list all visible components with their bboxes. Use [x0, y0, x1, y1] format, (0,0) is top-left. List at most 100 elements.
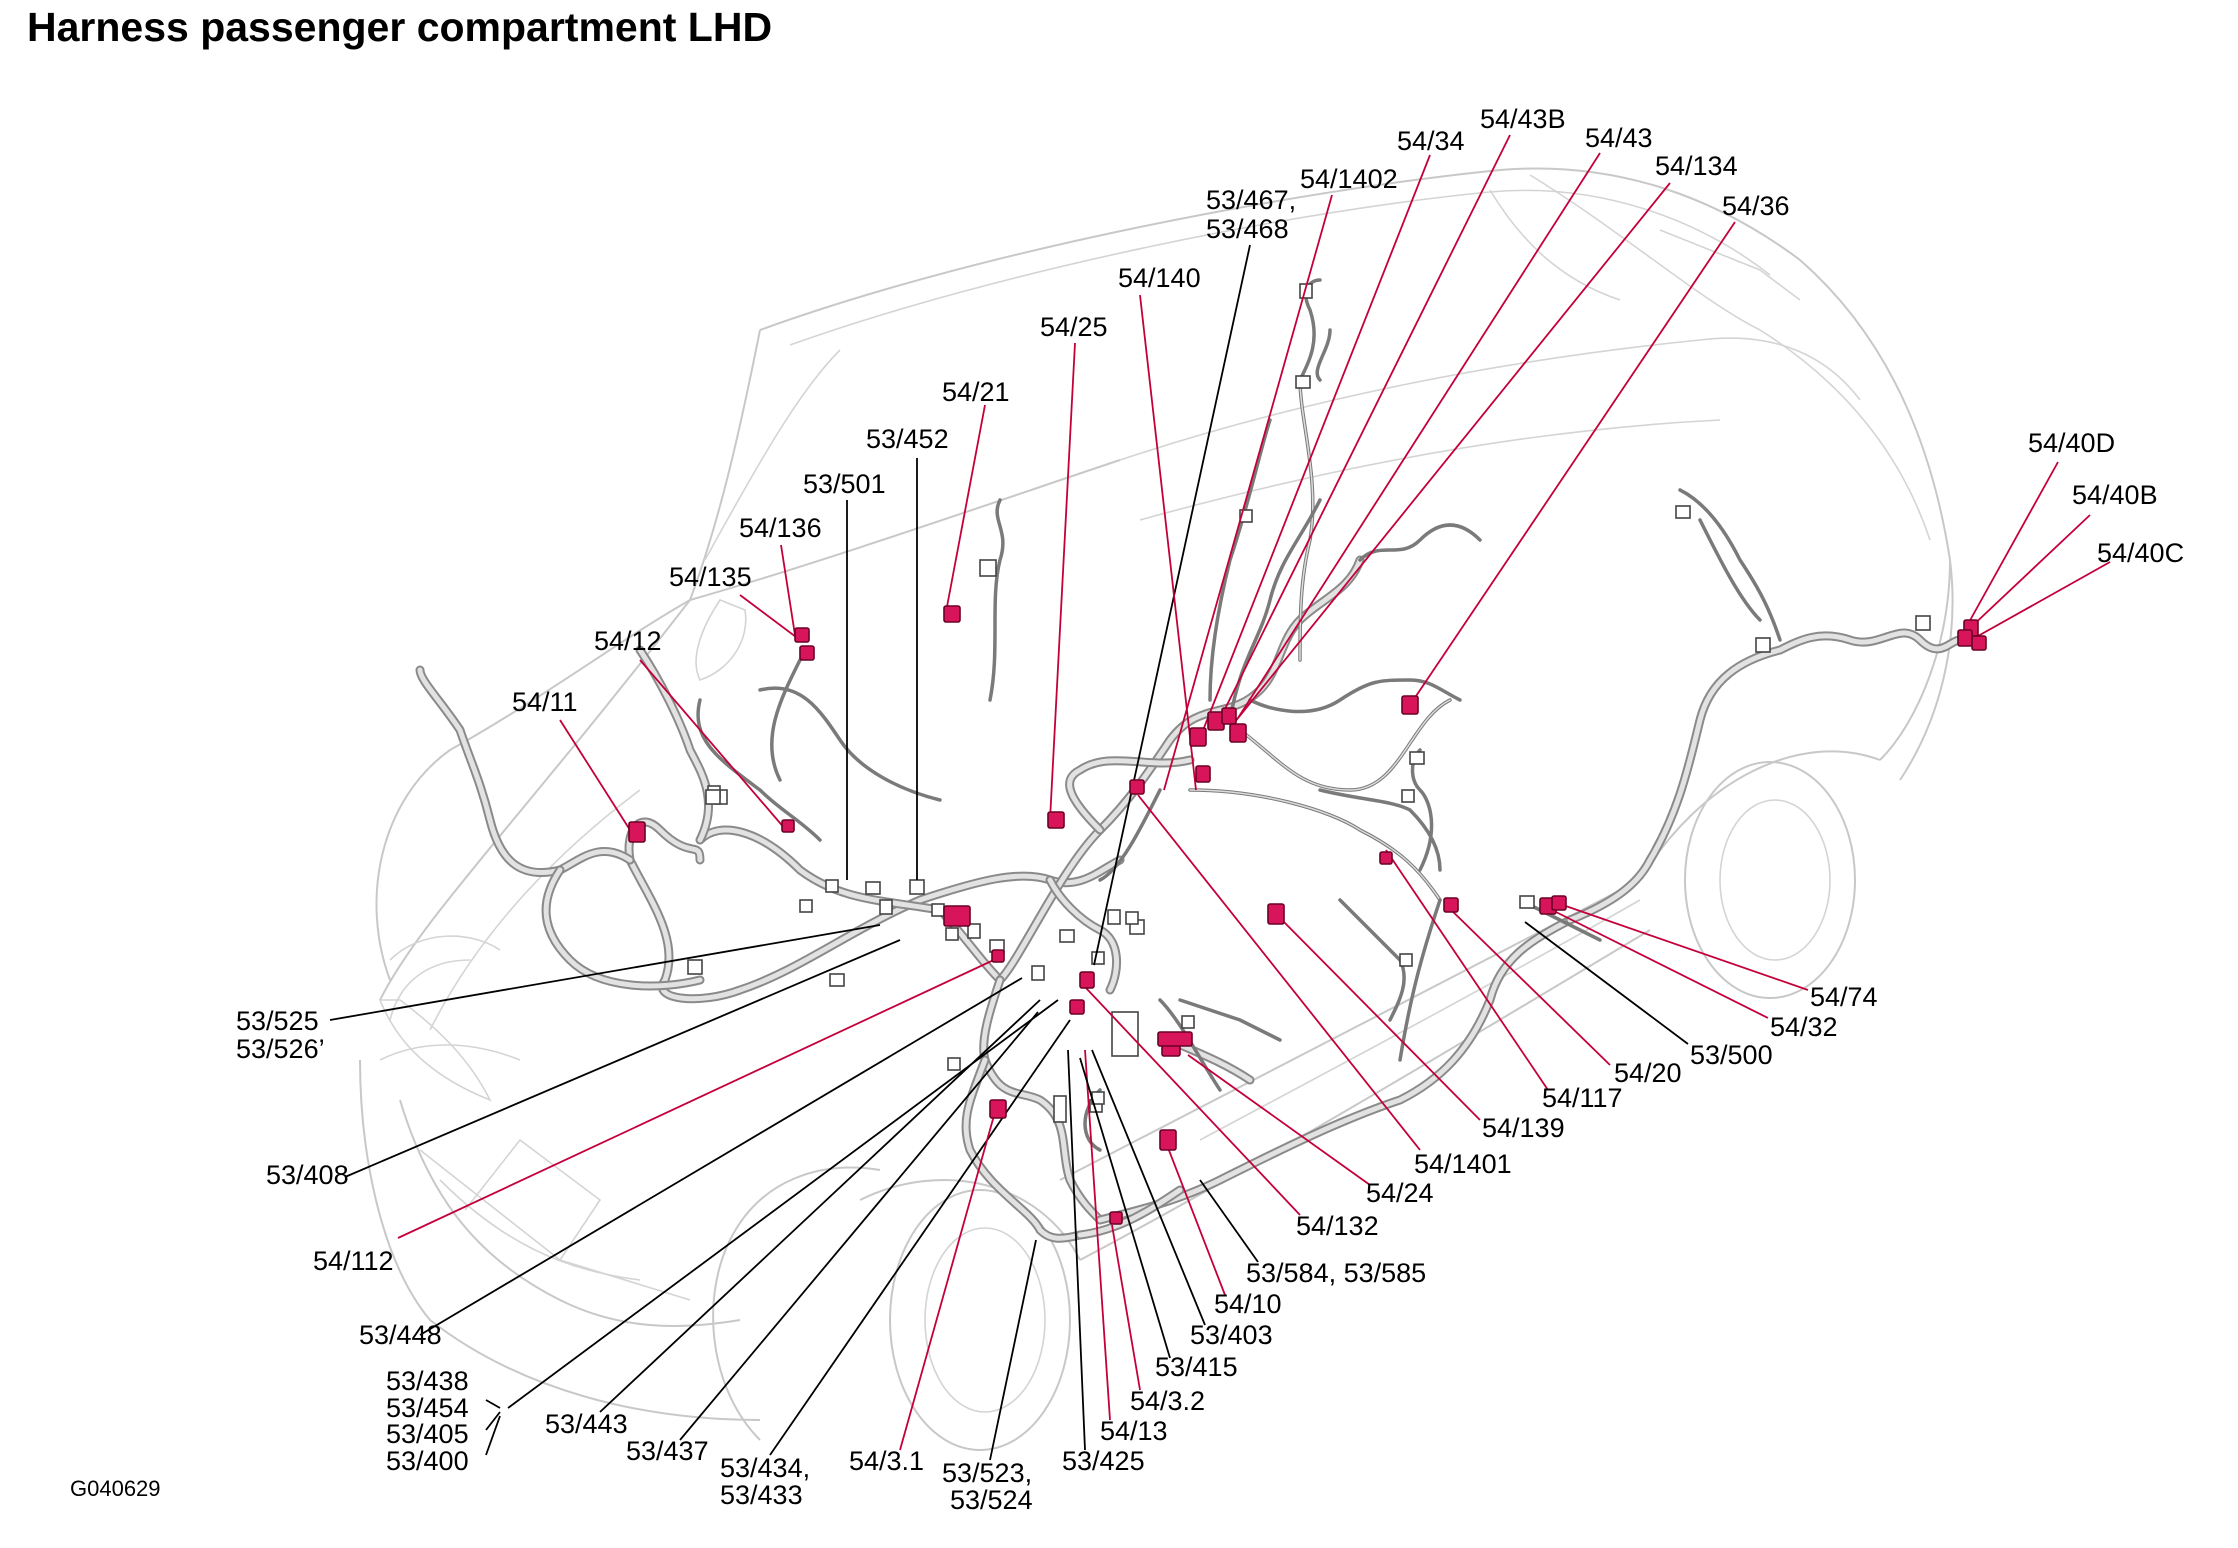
leader-54-74: [1559, 903, 1809, 991]
leader-53-525: [329, 924, 881, 1021]
label-54-21: 54/21: [942, 377, 1010, 407]
leader-54-43B: [1221, 134, 1511, 716]
label-54-43B: 54/43B: [1480, 104, 1566, 134]
label-54-132: 54/132: [1296, 1211, 1379, 1241]
leader-54-1401: [1137, 794, 1421, 1151]
leader-54-1402: [1163, 194, 1333, 791]
label-53-454: 53/454: [386, 1393, 469, 1423]
red-connector-23: [1159, 1129, 1177, 1151]
label-53-425: 53/425: [1062, 1446, 1145, 1476]
red-connector-24: [1109, 1211, 1123, 1225]
leader-54-140: [1139, 294, 1197, 791]
red-connector-13: [1129, 779, 1145, 795]
label-53-526: 53/526’: [236, 1034, 325, 1064]
label-53-433: 53/433: [720, 1480, 803, 1510]
red-connector-8: [1189, 727, 1207, 747]
leader-53-448: [419, 977, 1023, 1336]
leader-54-40B: [1967, 514, 2091, 631]
red-connector-17: [1443, 897, 1459, 913]
leader-54-117: [1385, 849, 1549, 1091]
red-connector-19: [1551, 895, 1567, 911]
red-connector-1: [628, 821, 646, 843]
label-54-24: 54/24: [1366, 1178, 1434, 1208]
label-53-438: 53/438: [386, 1366, 469, 1396]
label-53-500: 53/500: [1690, 1040, 1773, 1070]
red-connector-25: [989, 1099, 1007, 1119]
label-53-437: 53/437: [626, 1436, 709, 1466]
leader-54-134: [1229, 182, 1671, 729]
bracket-line-1: [485, 1399, 501, 1409]
red-connector-29: [1069, 999, 1085, 1015]
leader-53-434: [769, 1019, 1071, 1456]
leader-53-584: [1199, 1179, 1259, 1263]
leader-54-132: [1085, 987, 1301, 1216]
label-54-25: 54/25: [1040, 312, 1108, 342]
red-connector-6: [943, 905, 971, 927]
leader-54-135: [739, 594, 801, 641]
leader-53-523: [989, 1239, 1037, 1461]
label-54-134: 54/134: [1655, 151, 1738, 181]
leader-53-425: [1067, 1049, 1086, 1451]
label-53-403: 53/403: [1190, 1320, 1273, 1350]
red-connector-7: [1047, 811, 1065, 829]
label-54-43: 54/43: [1585, 123, 1653, 153]
leader-54-36: [1407, 221, 1736, 709]
leader-54-40C: [1977, 561, 2111, 637]
label-53-584: 53/584, 53/585: [1246, 1258, 1426, 1288]
label-54-40D: 54/40D: [2028, 428, 2115, 458]
label-54-1402: 54/1402: [1300, 164, 1398, 194]
label-54-74: 54/74: [1810, 982, 1878, 1012]
red-connector-27: [1079, 971, 1095, 989]
label-54-10: 54/10: [1214, 1289, 1282, 1319]
label-53-452: 53/452: [866, 424, 949, 454]
label-54-36: 54/36: [1722, 191, 1790, 221]
label-54-40C: 54/40C: [2097, 538, 2184, 568]
red-connector-26: [991, 949, 1005, 963]
label-54-136: 54/136: [739, 513, 822, 543]
label-54-140: 54/140: [1118, 263, 1201, 293]
leader-54-13: [1084, 1049, 1111, 1421]
label-53-408: 53/408: [266, 1160, 349, 1190]
diagram-title: Harness passenger compartment LHD: [27, 4, 773, 50]
leader-54-11: [559, 719, 631, 831]
label-53-467: 53/467,: [1206, 185, 1296, 215]
leader-54-3-2: [1111, 1224, 1141, 1391]
label-54-117: 54/117: [1542, 1083, 1623, 1113]
label-54-13: 54/13: [1100, 1416, 1168, 1446]
leader-53-437: [679, 1011, 1039, 1441]
red-connector-16: [1379, 851, 1393, 865]
label-54-34: 54/34: [1397, 126, 1465, 156]
leader-54-32: [1555, 911, 1769, 1019]
label-54-20: 54/20: [1614, 1058, 1682, 1088]
leader-53-408: [344, 939, 901, 1178]
leader-54-34: [1199, 154, 1431, 739]
leader-53-468: [1093, 244, 1251, 966]
label-53-525: 53/525: [236, 1006, 319, 1036]
leader-54-3-1: [899, 1111, 996, 1451]
red-connector-22: [1971, 635, 1987, 651]
label-54-3-2: 54/3.2: [1130, 1386, 1205, 1416]
red-connector-5: [781, 819, 795, 833]
label-53-405: 53/405: [386, 1419, 469, 1449]
leader-54-40D: [1967, 461, 2059, 625]
car-outline: [359, 167, 1954, 1451]
label-54-1401: 54/1401: [1414, 1149, 1512, 1179]
label-53-415: 53/415: [1155, 1352, 1238, 1382]
label-54-3-1: 54/3.1: [849, 1446, 924, 1476]
leader-53-443: [599, 999, 1041, 1413]
leader-54-43: [1237, 152, 1601, 719]
label-54-135: 54/135: [669, 562, 752, 592]
bracket-line-2: [485, 1411, 501, 1431]
leader-53-403: [1091, 1049, 1206, 1326]
leader-54-25: [1049, 342, 1076, 821]
red-connector-14: [1401, 695, 1419, 715]
label-53-524: 53/524: [950, 1485, 1033, 1515]
red-connector-4: [799, 645, 815, 661]
label-54-139: 54/139: [1482, 1113, 1565, 1143]
leader-53-415: [1079, 1057, 1171, 1359]
label-54-12: 54/12: [594, 626, 662, 656]
label-54-40B: 54/40B: [2072, 480, 2158, 510]
leader-53-500: [1524, 921, 1689, 1045]
red-connector-12: [1195, 765, 1211, 783]
